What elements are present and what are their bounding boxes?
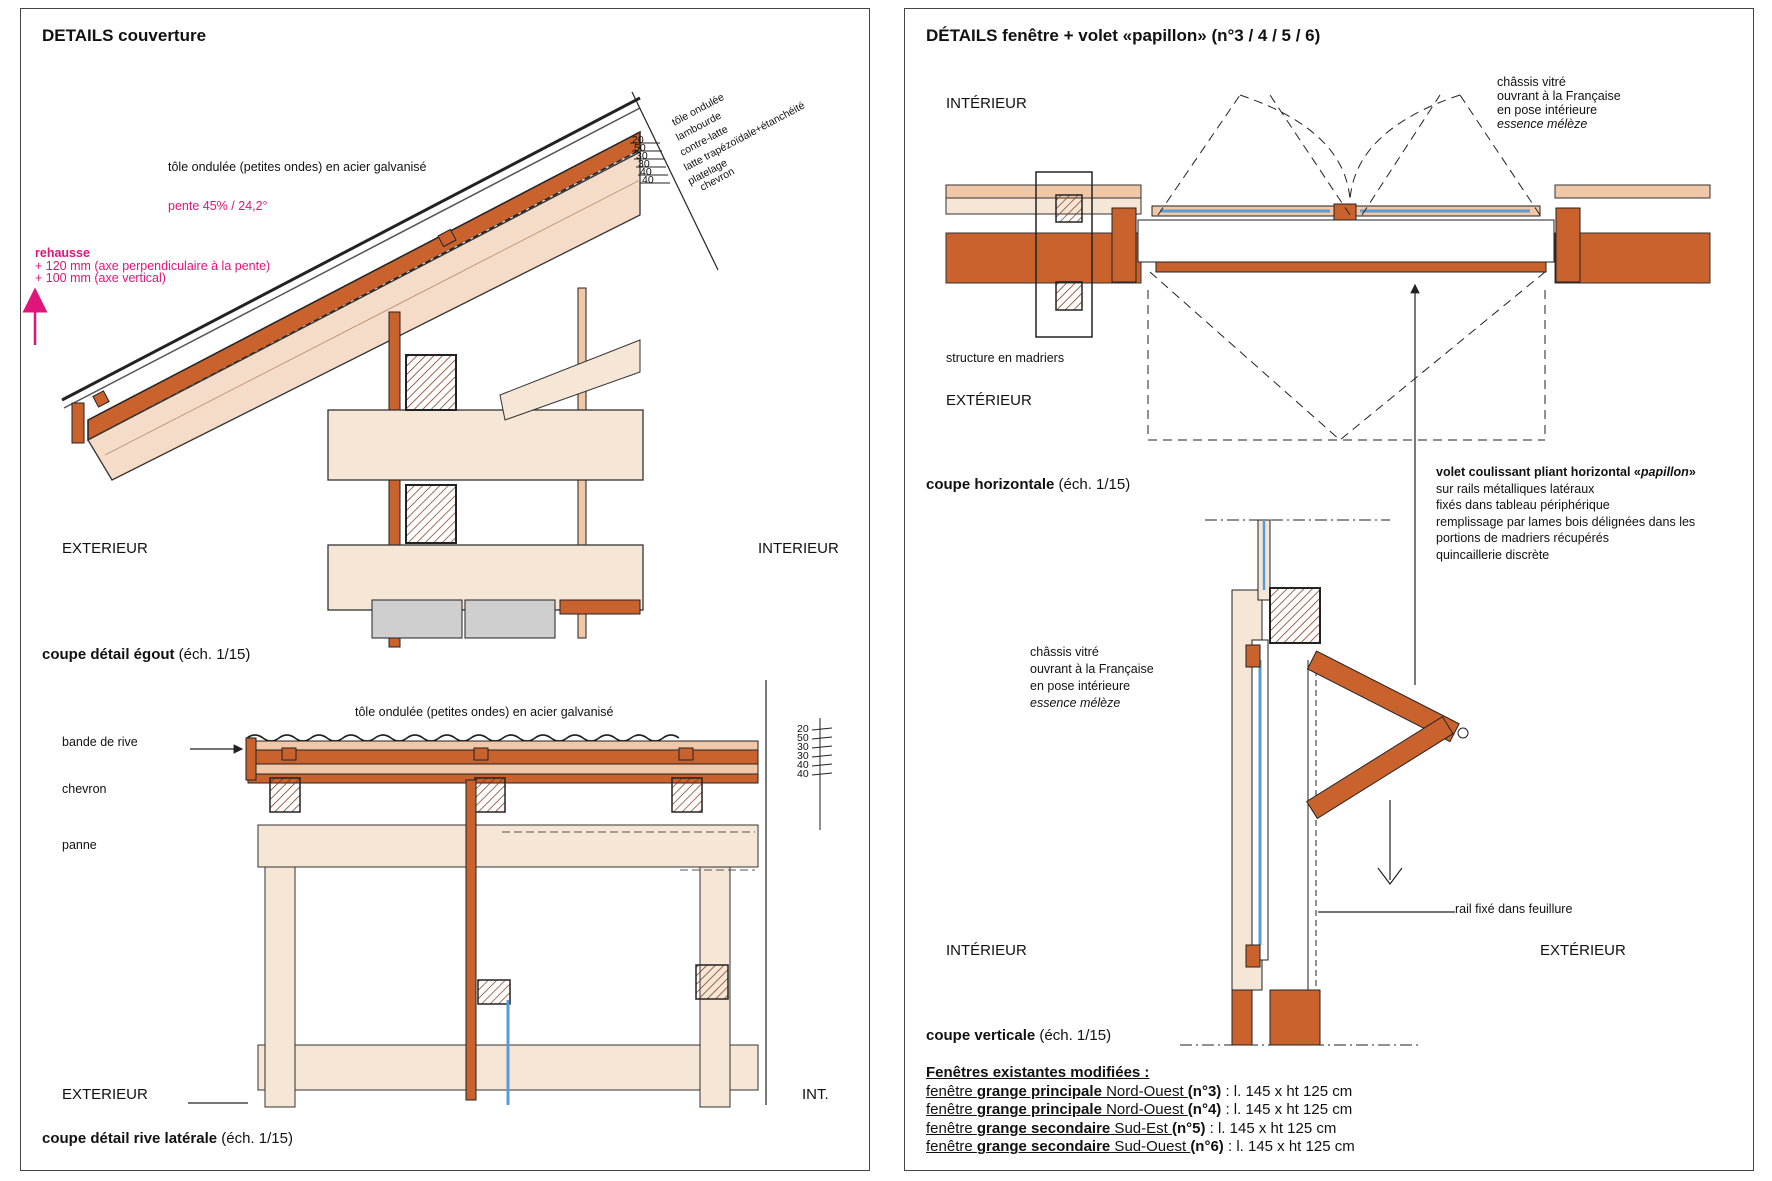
layer-thickness: 50	[634, 142, 646, 154]
rehausse-title: rehausse	[35, 246, 90, 260]
window-vertical-section-drawing	[1180, 519, 1469, 1046]
chassis-note-horizontal: châssis vitré ouvrant à la Française en …	[1497, 75, 1621, 131]
structure-madriers-label: structure en madriers	[946, 351, 1065, 365]
layer-thickness: 20	[632, 134, 644, 146]
layer-thickness: 30	[638, 158, 650, 170]
fenetres-heading: Fenêtres existantes modifiées :	[926, 1064, 1150, 1081]
rive-layer-value: 20	[797, 723, 809, 735]
window-details-title: DÉTAILS fenêtre + volet «papillon» (n°3 …	[926, 26, 1321, 45]
rehausse-line-1: + 120 mm (axe perpendiculaire à la pente…	[35, 259, 271, 273]
window-details-panel	[904, 8, 1754, 1171]
rive-layer-value: 30	[797, 750, 809, 762]
vertical-interieur-label: INTÉRIEUR	[946, 942, 1027, 959]
bande-de-rive-label: bande de rive	[62, 735, 138, 749]
rehausse-line-2: + 100 mm (axe vertical)	[35, 271, 166, 285]
fenetres-list: Fenêtres existantes modifiées : fenêtre …	[926, 1064, 1355, 1157]
roof-details-title: DETAILS couverture	[42, 26, 207, 45]
rive-layer-value: 40	[797, 768, 809, 780]
rive-layer-value: 30	[797, 741, 809, 753]
egout-exterieur-label: EXTERIEUR	[62, 540, 148, 557]
layer-thickness: 30	[636, 150, 648, 162]
egout-caption: coupe détail égout (éch. 1/15)	[42, 646, 251, 663]
horizontal-caption: coupe horizontale (éch. 1/15)	[926, 476, 1131, 493]
layer-thickness: 40	[642, 174, 654, 186]
vertical-caption: coupe verticale (éch. 1/15)	[926, 1027, 1112, 1044]
vertical-exterieur-label: EXTÉRIEUR	[1540, 942, 1626, 959]
rive-caption: coupe détail rive latérale (éch. 1/15)	[42, 1130, 293, 1147]
horizontal-exterieur-label: EXTÉRIEUR	[946, 392, 1032, 409]
fenetre-item: fenêtre grange secondaire Sud-Est (n°5) …	[926, 1119, 1337, 1137]
rive-layer-value: 50	[797, 732, 809, 744]
rive-interieur-label: INT.	[802, 1086, 829, 1103]
rive-material-label: tôle ondulée (petites ondes) en acier ga…	[355, 705, 614, 719]
egout-section-drawing	[22, 91, 719, 648]
panne-label: panne	[62, 838, 97, 852]
rail-label: rail fixé dans feuillure	[1455, 902, 1573, 916]
fenetre-item: fenêtre grange principale Nord-Ouest (n°…	[926, 1082, 1353, 1100]
rive-exterieur-label: EXTERIEUR	[62, 1086, 148, 1103]
egout-interieur-label: INTERIEUR	[758, 540, 839, 557]
chevron-label: chevron	[62, 782, 107, 796]
volet-description: volet coulissant pliant horizontal «papi…	[1436, 465, 1696, 562]
fenetre-item: fenêtre grange principale Nord-Ouest (n°…	[926, 1101, 1353, 1118]
rive-layer-value: 40	[797, 759, 809, 771]
horizontal-interieur-label: INTÉRIEUR	[946, 95, 1027, 112]
rive-section-drawing	[188, 680, 833, 1108]
egout-material-label: tôle ondulée (petites ondes) en acier ga…	[168, 160, 427, 174]
slope-label: pente 45% / 24,2°	[168, 199, 268, 213]
fenetre-item: fenêtre grange secondaire Sud-Ouest (n°6…	[926, 1138, 1355, 1155]
window-horizontal-section-drawing	[945, 94, 1711, 685]
chassis-note-vertical: châssis vitré ouvrant à la Française en …	[1030, 645, 1154, 710]
layer-thickness: 40	[640, 166, 652, 178]
